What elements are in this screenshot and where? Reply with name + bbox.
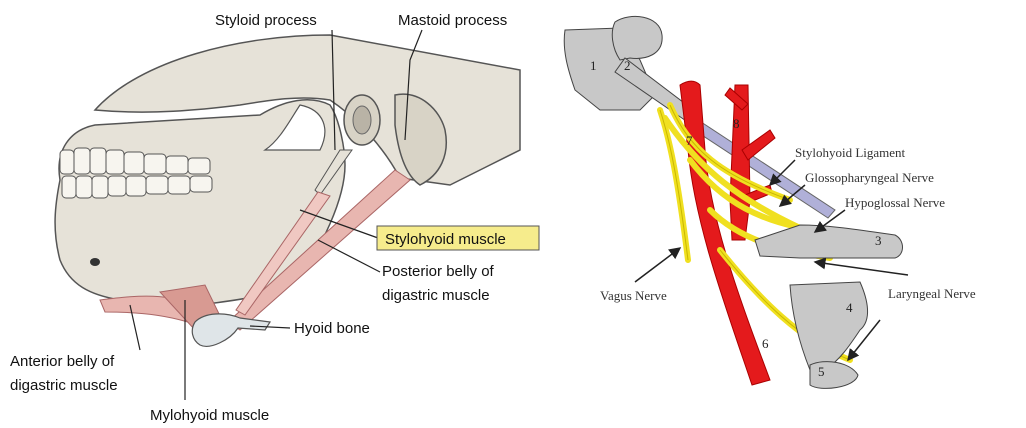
bone-4 bbox=[790, 282, 868, 370]
right-neck-diagram: 1 2 3 4 5 6 7 8 Stylohyoid Ligament Glos… bbox=[564, 16, 976, 388]
label-laryngeal-nerve: Laryngeal Nerve bbox=[888, 286, 976, 301]
number-1: 1 bbox=[590, 58, 597, 73]
bone-2 bbox=[612, 16, 662, 60]
number-4: 4 bbox=[846, 300, 853, 315]
number-2: 2 bbox=[624, 58, 631, 73]
label-hyoid-bone: Hyoid bone bbox=[294, 320, 370, 337]
number-6: 6 bbox=[762, 336, 769, 351]
label-stylohyoid-ligament: Stylohyoid Ligament bbox=[795, 145, 906, 160]
label-anterior-belly-line2: digastric muscle bbox=[10, 377, 118, 394]
number-8: 8 bbox=[733, 116, 740, 131]
number-5: 5 bbox=[818, 364, 825, 379]
label-posterior-belly-line2: digastric muscle bbox=[382, 287, 490, 304]
label-styloid-process: Styloid process bbox=[215, 12, 317, 29]
artery-7 bbox=[680, 81, 770, 385]
label-mastoid-process: Mastoid process bbox=[398, 12, 507, 29]
label-anterior-belly-line1: Anterior belly of bbox=[10, 353, 115, 370]
number-7: 7 bbox=[686, 133, 693, 148]
label-mylohyoid-muscle: Mylohyoid muscle bbox=[150, 407, 269, 424]
mental-foramen bbox=[90, 258, 100, 266]
number-3: 3 bbox=[875, 233, 882, 248]
label-glossopharyngeal-nerve: Glossopharyngeal Nerve bbox=[805, 170, 934, 185]
label-posterior-belly-line1: Posterior belly of bbox=[382, 263, 495, 280]
hyoid-bone-shape bbox=[192, 314, 270, 346]
condyle-inner bbox=[353, 106, 371, 134]
label-stylohyoid-muscle: Stylohyoid muscle bbox=[385, 231, 506, 248]
label-hypoglossal-nerve: Hypoglossal Nerve bbox=[845, 195, 945, 210]
left-skull-diagram: Styloid process Mastoid process Stylohyo… bbox=[10, 12, 539, 424]
label-vagus-nerve: Vagus Nerve bbox=[600, 288, 667, 303]
